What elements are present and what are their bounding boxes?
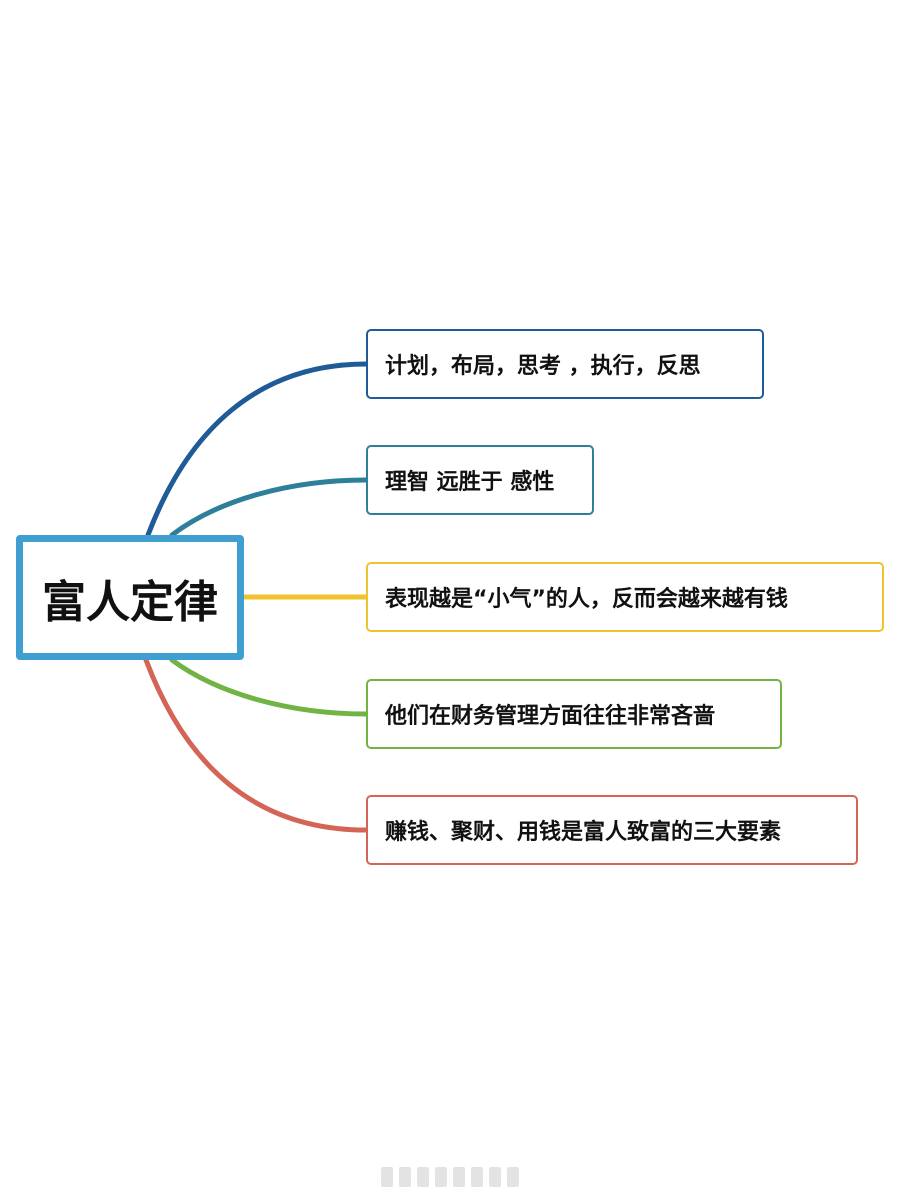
branch-label-2: 理智 远胜于 感性	[385, 470, 555, 495]
watermark-dot	[435, 1167, 447, 1187]
branch-node-5: 赚钱、聚财、用钱是富人致富的三大要素	[366, 795, 858, 865]
watermark-dot	[399, 1167, 411, 1187]
branch-label-1: 计划，布局，思考 ，执行，反思	[385, 354, 701, 379]
connector-branch-1	[145, 361, 369, 538]
branch-node-3: 表现越是“小气”的人，反而会越来越有钱	[366, 562, 884, 632]
branch-node-4: 他们在财务管理方面往往非常吝啬	[366, 679, 782, 749]
root-label: 富人定律	[42, 576, 218, 628]
watermark-dot	[381, 1167, 393, 1187]
connector-branch-5	[143, 657, 369, 833]
branch-node-2: 理智 远胜于 感性	[366, 445, 594, 515]
watermark-dot	[471, 1167, 483, 1187]
connector-branch-4	[169, 657, 369, 717]
root-node: 富人定律	[16, 535, 244, 660]
branch-label-3: 表现越是“小气”的人，反而会越来越有钱	[385, 587, 788, 612]
branch-label-4: 他们在财务管理方面往往非常吝啬	[385, 704, 716, 729]
branch-node-1: 计划，布局，思考 ，执行，反思	[366, 329, 764, 399]
watermark-dot	[489, 1167, 501, 1187]
connector-branch-2	[169, 477, 369, 538]
watermark-dot	[507, 1167, 519, 1187]
watermark-dot	[417, 1167, 429, 1187]
watermark-dot	[453, 1167, 465, 1187]
watermark-mark	[358, 1162, 542, 1192]
branch-label-5: 赚钱、聚财、用钱是富人致富的三大要素	[385, 820, 782, 845]
